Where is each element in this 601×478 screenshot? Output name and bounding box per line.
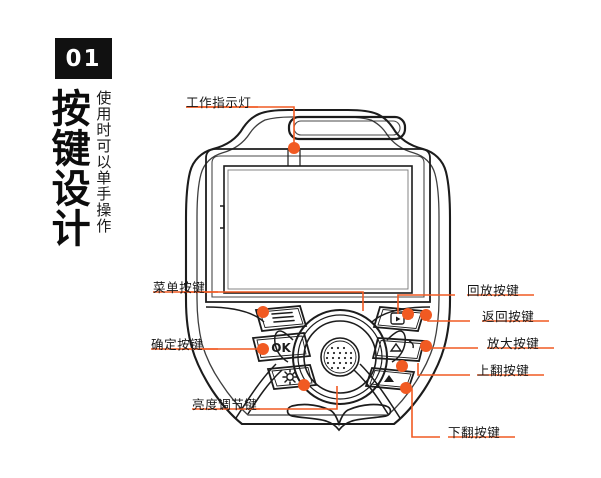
wheel-side-wings [274,330,406,363]
ok-icon: OK [271,341,291,355]
bottom-rocker[interactable] [286,403,392,432]
playback-button[interactable] [372,306,426,332]
callout-label-brightness-button: 亮度调节键 [192,397,258,412]
section-number-badge: 01 [55,38,112,79]
brightness-button[interactable] [266,364,318,390]
callout-label-playback-button: 回放按键 [467,283,520,298]
section-title-block: 按键设计 使用时可以单手操作 [45,88,157,318]
callout-label-indicator-light: 工作指示灯 [186,95,252,110]
dot-menu-button [257,306,269,318]
screen-display [223,165,413,294]
callout-dots [257,142,432,394]
dot-ok-button [257,343,269,355]
dot-return-button [420,309,432,321]
dot-page-down-button [400,382,412,394]
callout-label-zoom-in-button: 放大按键 [487,336,540,351]
triangle-up-icon [384,375,394,382]
callout-label-ok-button: 确定按键 [151,337,204,352]
return-button[interactable] [371,337,426,362]
callout-label-menu-button: 菜单按键 [153,280,206,295]
sun-icon [282,369,298,385]
callout-label-return-button: 返回按键 [482,309,535,324]
indicator-light [287,150,301,166]
dot-indicator-light [288,142,300,154]
speaker-grille-dots [325,346,353,370]
dot-playback-button [402,308,414,320]
speaker-grille-icon [320,337,360,377]
callout-label-page-down-button: 下翻按键 [448,425,501,440]
page-subtitle: 使用时可以单手操作 [94,90,113,234]
menu-button[interactable] [254,305,308,332]
dot-page-up-button [396,360,408,372]
menu-lines-icon [271,311,295,323]
page-title: 按键设计 [45,88,91,248]
dot-zoom-in-button [420,340,432,352]
magnifier-plus-icon [389,342,403,352]
device-inner-shell [196,116,440,416]
callout-label-page-up-button: 上翻按键 [477,363,530,378]
callout-underlines [151,106,554,438]
screen-bezel [205,148,431,303]
side-button[interactable] [220,205,225,229]
dot-brightness-button [298,379,310,391]
